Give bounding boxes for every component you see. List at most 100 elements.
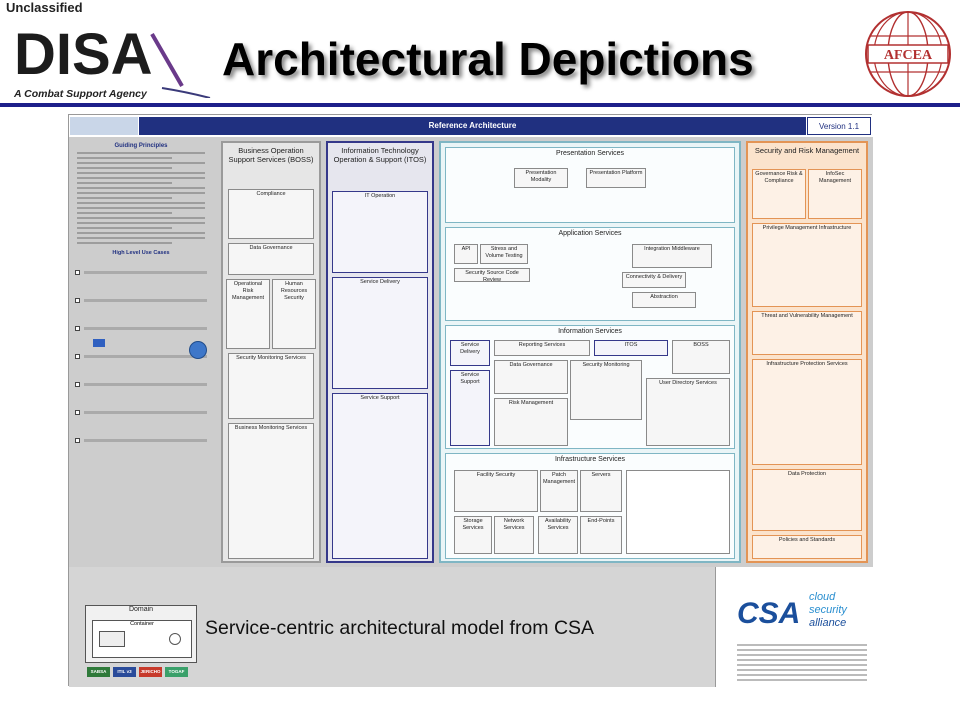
legend-sabsa: SABSA bbox=[87, 667, 110, 677]
svg-text:cloud: cloud bbox=[809, 591, 836, 603]
container-legend-box: Container bbox=[92, 620, 192, 658]
use-case-row bbox=[75, 344, 207, 368]
disa-logo: DISA bbox=[14, 22, 211, 98]
info-reporting-services: Reporting Services bbox=[494, 340, 590, 356]
use-case-row bbox=[75, 372, 207, 396]
srm-box-infra-protection: Infrastructure Protection Services bbox=[752, 359, 862, 465]
container-legend-label: Container bbox=[130, 621, 154, 627]
application-services-title: Application Services bbox=[558, 230, 622, 237]
itos-box-it-operation: IT Operation bbox=[332, 191, 428, 273]
use-case-arrow-icon bbox=[93, 339, 105, 347]
credits-text bbox=[737, 641, 867, 684]
reference-architecture-poster: Reference Architecture Version 1.1 Guidi… bbox=[68, 114, 873, 687]
application-services: Application Services API Stress and Volu… bbox=[445, 227, 735, 321]
poster-footer: Domain Container SABSA ITIL v3 JERICHO T… bbox=[69, 567, 873, 687]
srm-box-pmi: Privilege Management Infrastructure bbox=[752, 223, 862, 307]
org-tagline: A Combat Support Agency bbox=[14, 88, 147, 100]
infra-patch-management: Patch Management bbox=[540, 470, 578, 512]
use-case-row bbox=[75, 428, 207, 452]
info-security-monitoring: Security Monitoring bbox=[570, 360, 642, 420]
info-itos: ITOS bbox=[594, 340, 668, 356]
data-node-icon bbox=[169, 633, 181, 645]
poster-corner-logo bbox=[70, 117, 138, 135]
guiding-principles-panel: Guiding Principles High Level Use Cases bbox=[73, 141, 209, 563]
infra-end-points: End-Points bbox=[580, 516, 622, 554]
infrastructure-services-title: Infrastructure Services bbox=[554, 456, 626, 463]
itos-column: Information Technology Operation & Suppo… bbox=[326, 141, 434, 563]
boss-box-operational-risk: Operational Risk Management bbox=[226, 279, 270, 349]
legend-itil: ITIL v3 bbox=[113, 667, 136, 677]
infra-storage-services: Storage Services bbox=[454, 516, 492, 554]
use-case-hub-icon bbox=[189, 341, 207, 359]
csa-logo: CSA cloud security alliance bbox=[737, 591, 848, 630]
poster-version: Version 1.1 bbox=[807, 117, 871, 135]
stress-testing-box: Stress and Volume Testing bbox=[480, 244, 528, 264]
domain-legend-box: Domain Container bbox=[85, 605, 197, 663]
boss-box-hr-security: Human Resources Security bbox=[272, 279, 316, 349]
information-services-title: Information Services bbox=[558, 328, 622, 335]
figure-caption: Service-centric architectural model from… bbox=[205, 617, 595, 639]
use-case-row bbox=[75, 288, 207, 312]
domain-legend-label: Domain bbox=[128, 606, 154, 613]
srm-box-infosec: InfoSec Management bbox=[808, 169, 862, 219]
srm-column-title: Security and Risk Management bbox=[754, 146, 860, 155]
srm-box-data-protection: Data Protection bbox=[752, 469, 862, 531]
middle-services-column: Presentation Services Presentation Modal… bbox=[439, 141, 741, 563]
infra-facility-security: Facility Security bbox=[454, 470, 538, 512]
srm-box-tvm: Threat and Vulnerability Management bbox=[752, 311, 862, 355]
infra-servers: Servers bbox=[580, 470, 622, 512]
integration-middleware-box: Integration Middleware bbox=[632, 244, 712, 268]
slide-title: Architectural Depictions bbox=[222, 33, 754, 85]
afcea-logo-text: AFCEA bbox=[884, 48, 933, 63]
info-user-directory: User Directory Services bbox=[646, 378, 730, 446]
boss-box-business-monitoring: Business Monitoring Services bbox=[228, 423, 314, 559]
classification-label: Unclassified bbox=[6, 0, 83, 15]
itos-column-title: Information Technology Operation & Suppo… bbox=[333, 146, 427, 164]
info-service-delivery: Service Delivery bbox=[450, 340, 490, 366]
header-rule bbox=[0, 103, 960, 107]
use-case-row bbox=[75, 400, 207, 424]
poster-body: Guiding Principles High Level Use Cases … bbox=[69, 137, 873, 567]
info-data-governance: Data Governance bbox=[494, 360, 568, 394]
code-review-box: Security Source Code Review bbox=[454, 268, 530, 283]
legend-jericho: JERICHO bbox=[139, 667, 162, 677]
use-case-row bbox=[75, 316, 207, 340]
boss-column: Business Operation Support Services (BOS… bbox=[221, 141, 321, 563]
use-cases-title: High Level Use Cases bbox=[112, 250, 170, 256]
presentation-modality: Presentation Modality bbox=[514, 168, 568, 188]
boss-box-security-monitoring: Security Monitoring Services bbox=[228, 353, 314, 419]
disa-logo-text: DISA bbox=[14, 22, 153, 87]
information-services: Information Services Service Delivery Re… bbox=[445, 325, 735, 449]
afcea-logo: AFCEA bbox=[865, 11, 951, 97]
security-risk-management-column: Security and Risk Management Governance … bbox=[746, 141, 868, 563]
infra-availability-services: Availability Services bbox=[538, 516, 578, 554]
presentation-services-title: Presentation Services bbox=[555, 150, 625, 157]
info-service-support: Service Support bbox=[450, 370, 490, 446]
use-case-row bbox=[75, 260, 207, 284]
presentation-platform: Presentation Platform bbox=[586, 168, 646, 188]
svg-text:CSA: CSA bbox=[737, 597, 800, 630]
info-boss: BOSS bbox=[672, 340, 730, 374]
csa-branding: CSA cloud security alliance bbox=[717, 567, 873, 687]
legend-togaf: TOGAF bbox=[165, 667, 188, 677]
infrastructure-services: Infrastructure Services Facility Securit… bbox=[445, 453, 735, 559]
boss-box-data-governance: Data Governance bbox=[228, 243, 314, 275]
poster-banner-title: Reference Architecture bbox=[139, 117, 806, 135]
legend-area: Domain Container SABSA ITIL v3 JERICHO T… bbox=[69, 567, 716, 687]
guiding-principles-title: Guiding Principles bbox=[114, 143, 168, 149]
srm-box-grc: Governance Risk & Compliance bbox=[752, 169, 806, 219]
framework-legend: SABSA ITIL v3 JERICHO TOGAF bbox=[87, 667, 188, 677]
itos-box-service-delivery: Service Delivery bbox=[332, 277, 428, 389]
virtual-infrastructure-area bbox=[626, 470, 730, 554]
svg-text:alliance: alliance bbox=[809, 617, 846, 629]
presentation-services: Presentation Services Presentation Modal… bbox=[445, 147, 735, 223]
connectivity-delivery-box: Connectivity & Delivery bbox=[622, 272, 686, 288]
srm-box-policies: Policies and Standards bbox=[752, 535, 862, 559]
svg-text:security: security bbox=[809, 604, 848, 616]
abstraction-box: Abstraction bbox=[632, 292, 696, 308]
info-risk-management: Risk Management bbox=[494, 398, 568, 446]
boss-column-title: Business Operation Support Services (BOS… bbox=[228, 146, 314, 164]
api-box: API bbox=[454, 244, 478, 264]
poster-header: Reference Architecture Version 1.1 bbox=[69, 115, 873, 137]
